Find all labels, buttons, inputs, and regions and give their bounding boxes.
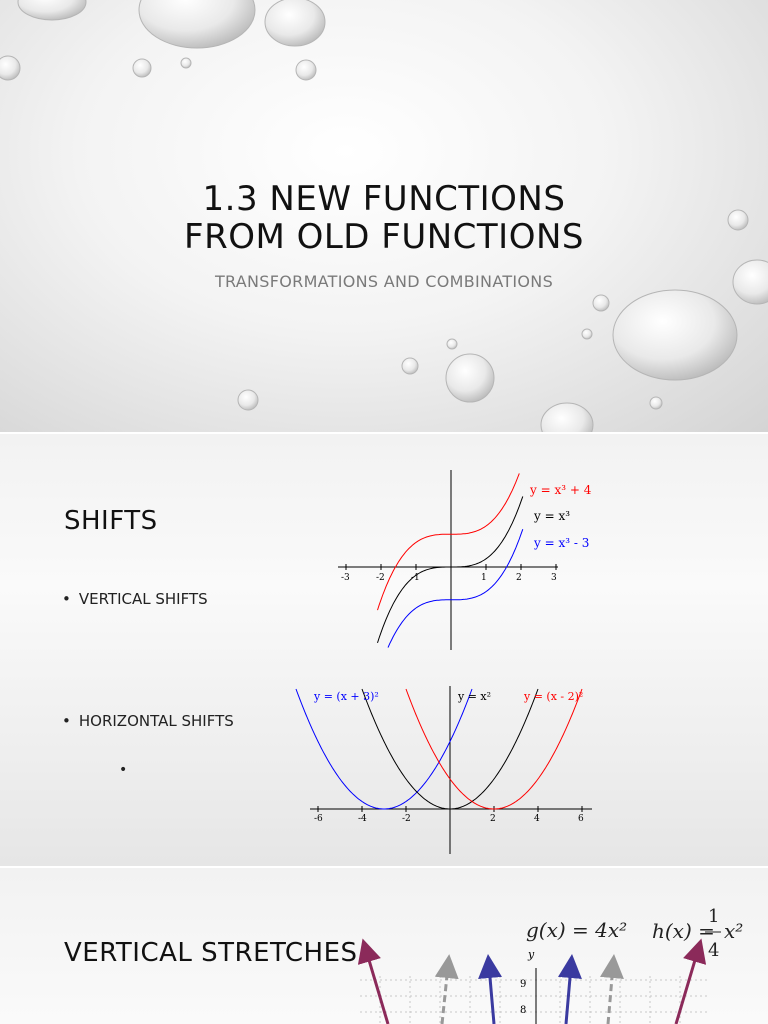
bullet-horizontal-shifts: • HORIZONTAL SHIFTS	[62, 712, 234, 730]
x-tick-label: -6	[314, 814, 323, 824]
shifts-heading: SHIFTS	[64, 506, 158, 536]
label-x3-plus-4: y = x³ + 4	[529, 483, 592, 497]
slide-title: 1.3 NEW FUNCTIONS FROM OLD FUNCTIONS	[0, 180, 768, 256]
x-tick-label: -3	[341, 573, 350, 583]
curve-x3-plus-4	[377, 473, 520, 611]
water-drops-decoration	[0, 0, 768, 432]
slide-title-line2: FROM OLD FUNCTIONS	[184, 217, 584, 257]
label-x-minus-2-squared: y = (x - 2)²	[523, 690, 583, 703]
vertical-stretches-slide: VERTICAL STRETCHES y 9 8	[0, 868, 768, 1024]
x-tick-label: 1	[481, 573, 487, 583]
vertical-stretches-heading: VERTICAL STRETCHES	[64, 938, 358, 968]
y-axis-label: y	[527, 948, 535, 961]
bullet-vertical-shifts: • VERTICAL SHIFTS	[62, 590, 208, 608]
x-tick-label: -1	[411, 573, 420, 583]
slide-title-line1: 1.3 NEW FUNCTIONS	[202, 179, 566, 219]
x-tick-label: 6	[578, 814, 584, 824]
x-tick-label: -2	[376, 573, 385, 583]
slide-divider	[0, 432, 768, 434]
equation-h-variable: x²	[724, 919, 743, 943]
bullet-vertical-shifts-text: VERTICAL SHIFTS	[78, 590, 208, 608]
label-x-plus-3-squared: y = (x + 3)²	[313, 690, 379, 703]
x-tick-label: -4	[358, 814, 367, 824]
equation-g: g(x) = 4x²	[526, 918, 627, 942]
curve-g-right-arrow	[558, 954, 582, 1024]
bullet-symbol: •	[62, 590, 71, 608]
equation-h: h(x) = 1 4 x²	[652, 906, 743, 961]
label-x3: y = x³	[533, 509, 570, 523]
curve-h-right-arrow	[674, 938, 707, 1024]
slide-subtitle: TRANSFORMATIONS AND COMBINATIONS	[214, 272, 554, 291]
label-x-squared: y = x²	[457, 690, 491, 703]
equation-g-text: g(x) = 4x²	[526, 918, 627, 942]
x-tick-label: 2	[516, 573, 522, 583]
tick-9: 9	[520, 979, 526, 990]
curve-x-minus-2-squared	[405, 688, 583, 810]
curve-h-left-arrow	[357, 938, 390, 1024]
x-tick-label: -2	[402, 814, 411, 824]
bullet-symbol: •	[62, 712, 71, 730]
slide-divider	[0, 866, 768, 868]
bullet-horizontal-shifts-text: HORIZONTAL SHIFTS	[78, 712, 234, 730]
equation-h-numerator: 1	[708, 906, 719, 927]
stretch-graph: y 9 8	[357, 938, 710, 1024]
equation-h-denominator: 4	[708, 940, 719, 961]
x-tick-label: 3	[551, 573, 557, 583]
equation-h-lhs: h(x) =	[652, 919, 715, 943]
curve-g-left-arrow	[478, 954, 502, 1024]
title-slide: 1.3 NEW FUNCTIONS FROM OLD FUNCTIONS TRA…	[0, 0, 768, 432]
curve-x3-minus-3	[387, 529, 524, 648]
curve-x3	[377, 496, 524, 644]
label-x3-minus-3: y = x³ - 3	[533, 536, 589, 550]
empty-bullet: •	[119, 762, 128, 778]
curve-x-squared	[361, 688, 539, 810]
curve-x-plus-3-squared	[295, 688, 473, 810]
cubic-shift-graph: -3 -2 -1 1 2 3 y = x³ + 4 y = x³ y = x³ - 3	[338, 470, 592, 650]
curve-f-right-arrow	[600, 954, 624, 1024]
x-tick-label: 2	[490, 814, 496, 824]
tick-8: 8	[520, 1005, 526, 1016]
x-tick-label: 4	[534, 814, 540, 824]
curve-f-left-arrow	[434, 954, 459, 1024]
parabola-shift-graph: -6 -4 -2 2 4 6 y = (x + 3)² y = x² y = (x - 2…	[295, 686, 592, 854]
shifts-slide: SHIFTS • VERTICAL SHIFTS • HORIZONTAL SHIF…	[0, 434, 768, 866]
